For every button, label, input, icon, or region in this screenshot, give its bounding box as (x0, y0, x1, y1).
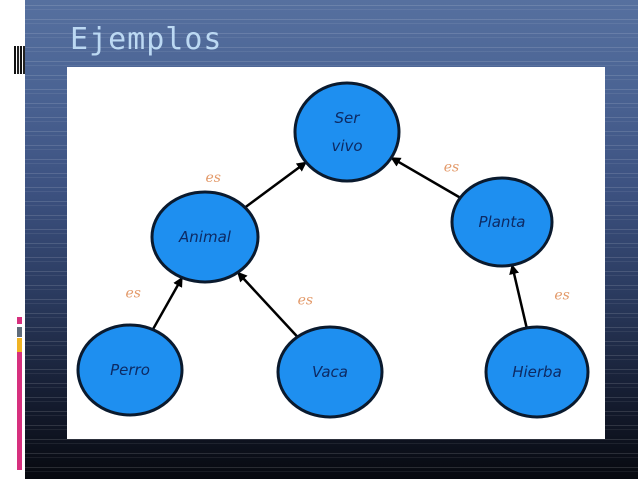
node-label: Hierba (512, 363, 562, 381)
node-label: vivo (331, 137, 362, 155)
edge-arrow-hierba-to-planta (509, 264, 528, 329)
node-circle (150, 190, 260, 284)
edge-label: es (554, 288, 569, 304)
slide-title: Ejemplos (70, 22, 223, 57)
node-circle (76, 323, 184, 417)
node-label: Ser (335, 109, 361, 127)
edge-label: es (206, 170, 221, 186)
edge-label: es (298, 293, 313, 309)
accent-bar-segment (17, 338, 22, 352)
node-animal: Animal (150, 190, 260, 284)
edge-arrow-perro-to-animal (151, 276, 184, 331)
node-hierba: Hierba (484, 325, 590, 419)
edge-label: es (125, 286, 140, 302)
accent-bar-segment (17, 352, 22, 470)
edge-arrow-vaca-to-animal (236, 271, 299, 338)
node-ser-vivo: Ser vivo (293, 81, 401, 183)
node-circle (450, 176, 554, 268)
edge-label: es (444, 160, 459, 176)
node-circle (293, 81, 401, 183)
barcode-mark (14, 46, 25, 74)
node-label: Planta (479, 213, 526, 231)
node-label: Vaca (312, 363, 348, 381)
edge-arrow-planta-to-ser-vivo (390, 156, 461, 199)
node-label: Animal (178, 228, 232, 246)
node-circle (484, 325, 590, 419)
node-perro: Perro (76, 323, 184, 417)
node-planta: Planta (450, 176, 554, 268)
accent-bar-segment (17, 317, 22, 324)
edge-arrow-animal-to-ser-vivo (244, 161, 307, 209)
node-vaca: Vaca (276, 325, 384, 419)
node-circle (276, 325, 384, 419)
accent-bar-segment (17, 327, 22, 337)
node-label: Perro (110, 361, 150, 379)
